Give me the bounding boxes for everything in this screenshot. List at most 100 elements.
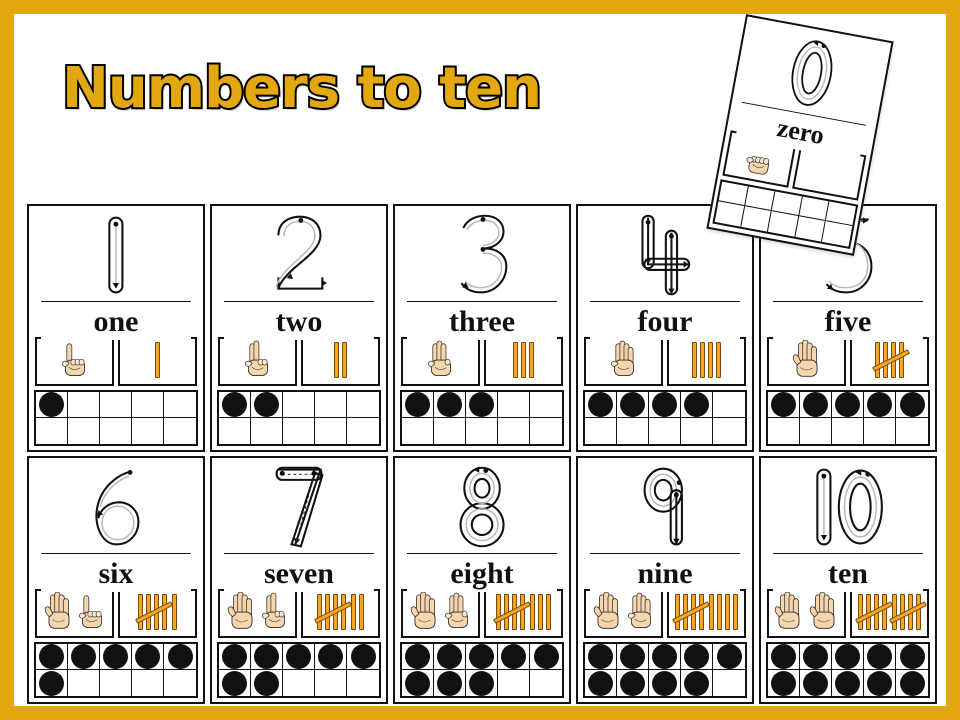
ten-frame-cell	[832, 644, 864, 670]
ten-frame-cell	[36, 644, 68, 670]
tally-group-of-five	[855, 594, 893, 632]
number-word-lines: two	[224, 299, 374, 340]
tally-mark	[155, 342, 160, 379]
ten-frame-cell	[164, 418, 196, 444]
representation-row	[767, 588, 929, 638]
tally-mark	[725, 594, 730, 631]
tally-mark	[162, 594, 167, 631]
number-word-lines: ten	[773, 551, 923, 592]
number-card-ten[interactable]: ten	[759, 456, 937, 704]
ten-frame-cell	[617, 670, 649, 696]
tally-marks	[672, 592, 739, 634]
traced-numeral-6	[34, 464, 198, 550]
ten-frame-cell	[896, 670, 928, 696]
number-card-four[interactable]: four	[576, 204, 754, 452]
tally-singles	[171, 594, 178, 632]
tally-mark	[520, 594, 525, 631]
tally-singles	[529, 594, 552, 632]
counter-dot	[620, 670, 645, 696]
ten-frame-cell	[498, 644, 530, 670]
representation-row	[35, 588, 197, 638]
representation-row	[218, 336, 380, 386]
counter-dot	[867, 392, 892, 417]
traced-numeral-4	[583, 212, 747, 298]
tally-marks	[135, 592, 178, 634]
tally-marks	[872, 340, 910, 382]
tally-mark	[341, 594, 346, 631]
representation-row	[401, 588, 563, 638]
counter-dot	[437, 670, 462, 696]
tally-group-of-five	[493, 594, 531, 632]
ten-frame-cell	[315, 644, 347, 670]
ten-frame-cell	[68, 670, 100, 696]
ten-frame-cell	[864, 392, 896, 418]
ten-frame-cell	[100, 392, 132, 418]
tally-box	[667, 336, 746, 386]
counter-dot	[533, 644, 559, 669]
tally-mark	[692, 342, 697, 379]
tally-mark	[708, 342, 713, 379]
ten-frame	[217, 390, 381, 446]
counter-dot	[620, 392, 645, 417]
counter-dot	[899, 644, 925, 669]
number-word: one	[41, 304, 191, 340]
ten-frame	[766, 642, 930, 698]
tally-mark	[892, 594, 897, 631]
ten-frame-cell	[132, 644, 164, 670]
tally-marks	[154, 340, 161, 382]
tally-box	[301, 336, 380, 386]
number-card-six[interactable]: six	[27, 456, 205, 704]
number-card-zero[interactable]: zero	[706, 14, 894, 256]
number-word: three	[407, 304, 557, 340]
tally-box	[484, 588, 563, 638]
ten-frame-cell	[283, 644, 315, 670]
ten-frame	[34, 390, 198, 446]
ten-frame	[400, 642, 564, 698]
traced-numeral-0	[737, 23, 887, 123]
ten-frame-cell	[800, 670, 832, 696]
counter-dot	[899, 392, 925, 417]
representation-row	[584, 336, 746, 386]
counter-dot	[899, 670, 925, 696]
traced-numeral-9	[583, 464, 747, 550]
hand-sign-box	[218, 336, 297, 386]
ten-frame-cell	[36, 392, 68, 418]
hand-sign-box	[401, 336, 480, 386]
number-word: two	[224, 304, 374, 340]
representation-row	[35, 336, 197, 386]
tally-mark	[675, 594, 680, 631]
ten-frame-cell	[649, 644, 681, 670]
hand-sign-box	[767, 336, 846, 386]
number-card-nine[interactable]: nine	[576, 456, 754, 704]
number-card-one[interactable]: one	[27, 204, 205, 452]
counter-dot	[405, 392, 430, 417]
ten-frame-cell	[347, 644, 379, 670]
tally-mark	[513, 342, 518, 379]
ten-frame-cell	[251, 670, 283, 696]
ten-frame-cell	[68, 644, 100, 670]
number-card-seven[interactable]: seven	[210, 456, 388, 704]
tally-box	[301, 588, 380, 638]
hand-sign-box	[767, 588, 846, 638]
number-card-two[interactable]: two	[210, 204, 388, 452]
ten-frame-cell	[251, 418, 283, 444]
number-card-three[interactable]: three	[393, 204, 571, 452]
ten-frame-cell	[713, 644, 745, 670]
ten-frame	[217, 642, 381, 698]
ten-frame-cell	[681, 392, 713, 418]
number-word-lines: one	[41, 299, 191, 340]
tally-singles	[154, 342, 161, 380]
ten-frame-cell	[402, 644, 434, 670]
ten-frame-cell	[251, 392, 283, 418]
tally-marks	[825, 151, 833, 192]
ten-frame-cell	[36, 418, 68, 444]
tally-mark	[351, 594, 356, 631]
tally-mark	[858, 594, 863, 631]
number-card-eight[interactable]: eight	[393, 456, 571, 704]
hand-sign-box	[584, 588, 663, 638]
guide-line-top	[224, 301, 374, 302]
tally-group-of-five	[672, 594, 710, 632]
tally-mark	[521, 342, 526, 379]
ten-frame-cell	[896, 418, 928, 444]
